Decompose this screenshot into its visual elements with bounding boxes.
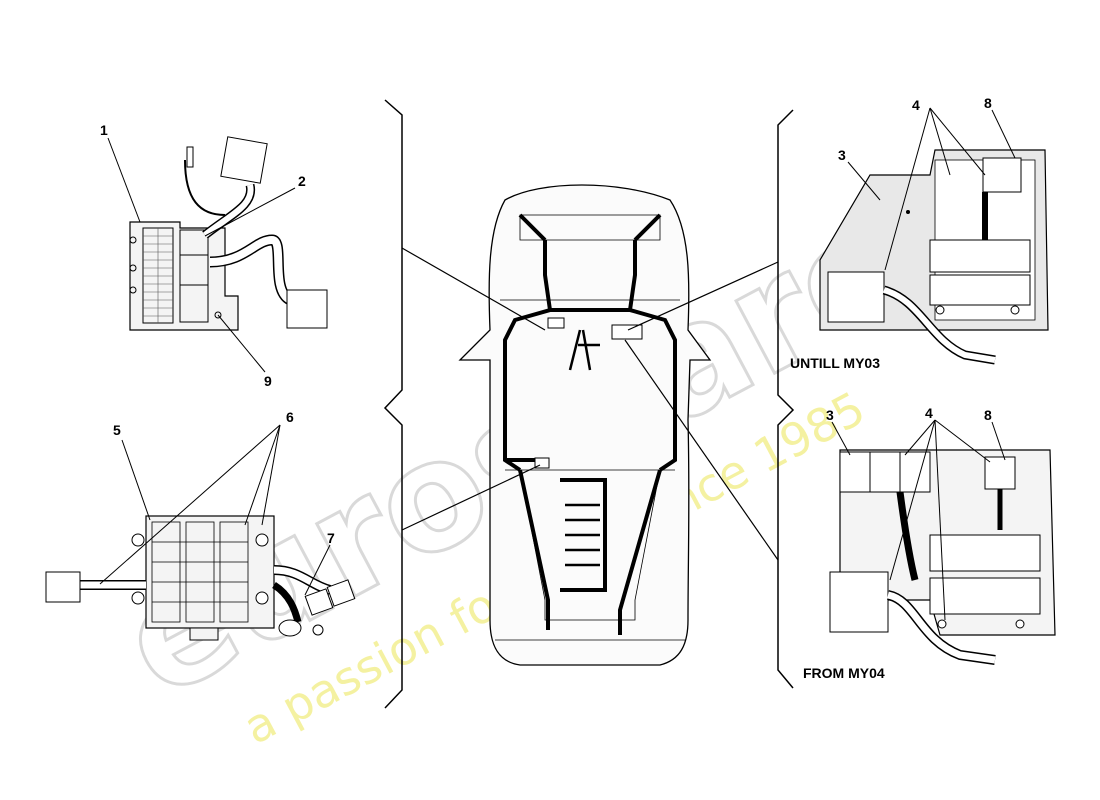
car-box-rear	[534, 457, 550, 469]
caption-until-my03: UNTILL MY03	[790, 355, 880, 371]
callout-2: 2	[298, 173, 306, 189]
callout-5: 5	[113, 422, 121, 438]
callout-3-from: 3	[826, 407, 834, 423]
unit-from-my04	[829, 449, 1056, 665]
panel-dividers	[383, 99, 795, 709]
callout-7: 7	[327, 530, 335, 546]
main-harness	[503, 213, 677, 635]
car-outline	[458, 184, 712, 666]
callout-8-from: 8	[984, 407, 992, 423]
unit-until-my03	[819, 149, 1049, 365]
callout-numbers: 1 2 9 5 6 7 3 4 8 3 4 8	[100, 95, 992, 546]
callout-3-until: 3	[838, 147, 846, 163]
leader-lines	[99, 107, 1016, 621]
callout-1: 1	[100, 122, 108, 138]
harness-details	[565, 329, 600, 567]
car-box-right	[611, 324, 643, 340]
callout-6: 6	[286, 409, 294, 425]
callout-8-until: 8	[984, 95, 992, 111]
module-1-assembly	[129, 136, 328, 331]
callout-4-until: 4	[912, 97, 920, 113]
callout-4-from: 4	[925, 405, 933, 421]
caption-from-my04: FROM MY04	[803, 665, 885, 681]
car-box-left	[547, 317, 565, 329]
pointer-lines	[401, 247, 779, 561]
callout-9: 9	[264, 373, 272, 389]
module-5-assembly	[45, 515, 356, 641]
